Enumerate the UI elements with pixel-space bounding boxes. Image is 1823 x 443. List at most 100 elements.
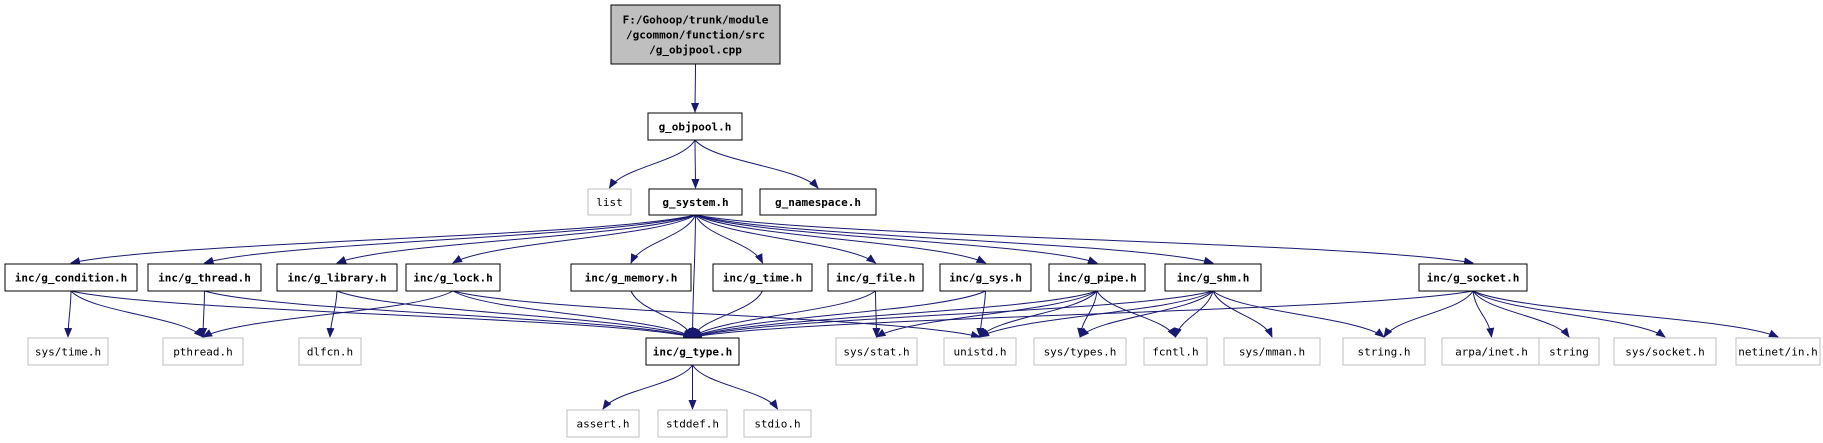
node-box <box>827 263 924 292</box>
node-g-memory[interactable]: inc/g_memory.h <box>570 263 692 292</box>
node-box <box>276 263 398 292</box>
edge-g-pipe-to-g-type <box>691 290 1098 338</box>
edge-g-system-to-g-memory <box>630 214 696 264</box>
node-box <box>1735 337 1821 366</box>
edge-g-lock-to-g-type <box>452 290 694 338</box>
edge-g-type-to-stdio <box>692 364 779 410</box>
node-box <box>1033 337 1127 366</box>
node-label: /g_objpool.cpp <box>649 44 742 57</box>
node-g-file[interactable]: inc/g_file.h <box>827 263 924 292</box>
node-label: g_system.h <box>662 196 728 209</box>
edge-g-pipe-to-fcntl <box>1096 290 1177 338</box>
edge-g-system-to-g-pipe <box>695 214 1098 264</box>
node-box <box>645 337 740 366</box>
node-label: stddef.h <box>666 418 719 431</box>
node-g-condition[interactable]: inc/g_condition.h <box>4 263 138 292</box>
edge-g-condition-to-sys-time <box>64 290 73 338</box>
edge-g-system-to-g-shm <box>695 214 1214 265</box>
edge-g-system-to-g-library <box>336 214 696 264</box>
edge-g-objpool-to-g-system <box>691 139 700 189</box>
node-g-sys[interactable]: inc/g_sys.h <box>939 263 1032 292</box>
node-box <box>1441 337 1542 366</box>
edge-g-socket-to-sys-socket <box>1472 290 1666 338</box>
node-label: inc/g_thread.h <box>158 272 251 285</box>
node-g-library[interactable]: inc/g_library.h <box>276 263 398 292</box>
edge-g-library-to-g-type <box>336 290 694 338</box>
node-label: inc/g_memory.h <box>585 272 678 285</box>
node-g-shm[interactable]: inc/g_shm.h <box>1164 263 1262 292</box>
node-label: arpa/inet.h <box>1455 346 1528 359</box>
edge-g-shm-to-sys-types <box>1079 290 1214 338</box>
node-box <box>1223 337 1321 366</box>
node-box <box>1538 337 1600 366</box>
node-label: inc/g_lock.h <box>413 272 492 285</box>
edge-g-condition-to-g-type <box>70 290 694 340</box>
node-box <box>405 263 501 292</box>
edge-g-objpool-to-list <box>608 139 696 189</box>
node-label: inc/g_time.h <box>723 272 802 285</box>
node-label: inc/g_type.h <box>653 346 732 359</box>
node-box <box>147 263 262 292</box>
node-box <box>657 409 728 438</box>
edge-g-lock-to-pthread <box>202 290 454 338</box>
node-pthread: pthread.h <box>162 337 244 366</box>
edge-g-socket-to-arpa-inet <box>1472 290 1495 338</box>
node-box <box>587 188 632 216</box>
edge-g-system-to-g-lock <box>452 214 696 264</box>
node-sys-socket: sys/socket.h <box>1613 337 1717 366</box>
edge-g-pipe-to-sys-stat <box>875 290 1098 338</box>
edge-g-objpool-to-g-namespace <box>694 139 819 189</box>
nodes-layer: F:/Gohoop/trunk/module/gcommon/function/… <box>4 4 1821 438</box>
edge-g-socket-to-string <box>1472 290 1570 338</box>
node-g-time[interactable]: inc/g_time.h <box>712 263 813 292</box>
node-box <box>27 337 109 366</box>
node-label: sys/mman.h <box>1239 346 1305 359</box>
node-label: sys/time.h <box>35 346 101 359</box>
edge-g-system-to-g-sys <box>695 214 987 264</box>
node-g-namespace[interactable]: g_namespace.h <box>759 188 877 216</box>
node-label: fcntl.h <box>1152 346 1198 359</box>
node-box <box>648 188 743 216</box>
node-label: unistd.h <box>954 346 1007 359</box>
node-box <box>1143 337 1208 366</box>
node-box <box>835 337 918 366</box>
node-g-objpool[interactable]: g_objpool.h <box>647 112 743 141</box>
node-label: pthread.h <box>173 346 233 359</box>
node-arpa-inet: arpa/inet.h <box>1441 337 1542 366</box>
node-box <box>298 337 362 366</box>
edge-g-system-to-g-socket <box>695 214 1474 266</box>
node-assert: assert.h <box>566 409 640 438</box>
edge-g-socket-to-netinet-in <box>1472 290 1779 338</box>
edge-g-lock-to-unistd <box>452 290 981 339</box>
node-box <box>1164 263 1262 292</box>
edge-g-thread-to-g-type <box>204 290 694 339</box>
node-g-type[interactable]: inc/g_type.h <box>645 337 740 366</box>
node-box <box>570 263 692 292</box>
node-label: dlfcn.h <box>307 346 353 359</box>
edge-g-file-to-sys-stat <box>872 290 881 338</box>
node-label: inc/g_condition.h <box>15 272 128 285</box>
node-label: inc/g_socket.h <box>1427 272 1520 285</box>
node-g-socket[interactable]: inc/g_socket.h <box>1418 263 1528 292</box>
edge-g-memory-to-g-type <box>630 290 693 338</box>
node-label: inc/g_pipe.h <box>1057 272 1136 285</box>
node-g-thread[interactable]: inc/g_thread.h <box>147 263 262 292</box>
edge-g-shm-to-unistd <box>979 290 1214 338</box>
node-label: inc/g_file.h <box>836 272 915 285</box>
node-root[interactable]: F:/Gohoop/trunk/module/gcommon/function/… <box>610 4 781 65</box>
node-box <box>943 337 1017 366</box>
node-label: stdio.h <box>754 418 800 431</box>
node-list: list <box>587 188 632 216</box>
node-box <box>743 409 812 438</box>
node-sys-types: sys/types.h <box>1033 337 1127 366</box>
node-label: sys/stat.h <box>843 346 909 359</box>
node-box <box>1342 337 1426 366</box>
node-unistd: unistd.h <box>943 337 1017 366</box>
node-g-system[interactable]: g_system.h <box>648 188 743 216</box>
node-g-lock[interactable]: inc/g_lock.h <box>405 263 501 292</box>
node-dlfcn: dlfcn.h <box>298 337 362 366</box>
node-sys-mman: sys/mman.h <box>1223 337 1321 366</box>
node-stdio: stdio.h <box>743 409 812 438</box>
node-g-pipe[interactable]: inc/g_pipe.h <box>1048 263 1146 292</box>
